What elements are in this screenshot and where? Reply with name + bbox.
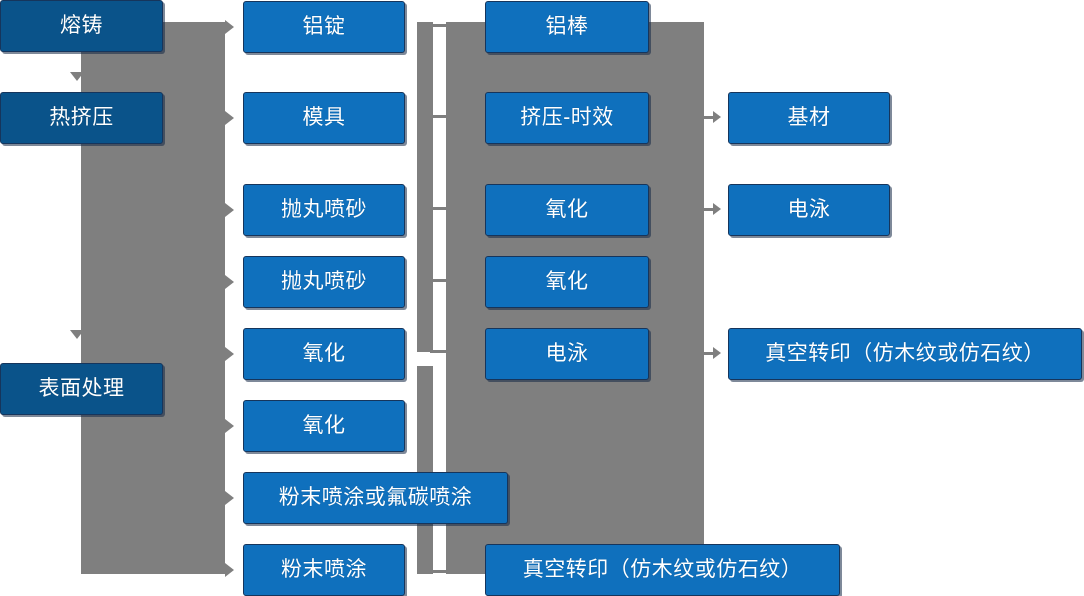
process-box-aluminum-bar[interactable]: 铝棒: [485, 1, 649, 53]
step-box-shotblast-1[interactable]: 抛丸喷砂: [243, 184, 405, 236]
process-label-vacuum-transfer: 真空转印（仿木纹或仿石纹）: [522, 558, 803, 582]
step-label-shotblast-1: 抛丸喷砂: [281, 198, 367, 222]
step-box-powder-or-fluorocarbon[interactable]: 粉末喷涂或氟碳喷涂: [243, 472, 508, 524]
output-label-vacuum-transfer: 真空转印（仿木纹或仿石纹）: [765, 342, 1045, 366]
connector-line-to-substrate: [704, 116, 717, 119]
process-box-vacuum-transfer[interactable]: 真空转印（仿木纹或仿石纹）: [485, 544, 840, 596]
connector-arrow-to-step-1: [225, 20, 234, 34]
connector-stub-row-3: [430, 207, 450, 210]
connector-line-to-vacuum: [704, 352, 717, 355]
connector-arrow-to-step-6: [225, 419, 234, 433]
step-box-shotblast-2[interactable]: 抛丸喷砂: [243, 256, 405, 308]
process-label-oxidation-2: 氧化: [545, 270, 589, 294]
connector-arrow-down-to-surface: [70, 330, 84, 339]
step-label-ingot: 铝锭: [302, 15, 346, 39]
connector-stub-surface: [163, 388, 193, 391]
step-box-powder-coating[interactable]: 粉末喷涂: [243, 544, 405, 596]
stage-label-hot-extrusion: 热挤压: [49, 106, 114, 130]
connector-arrow-down-to-extrude: [70, 72, 84, 81]
process-label-extrusion-aging: 挤压-时效: [520, 106, 614, 130]
output-box-substrate[interactable]: 基材: [728, 92, 890, 144]
connector-stub-row-1: [430, 24, 450, 27]
connector-stub-row-5: [430, 350, 450, 353]
process-label-aluminum-bar: 铝棒: [545, 15, 589, 39]
connector-arrow-to-step-8: [225, 563, 234, 577]
step-box-oxidation-2[interactable]: 氧化: [243, 400, 405, 452]
step-box-mold[interactable]: 模具: [243, 92, 405, 144]
connector-collector-bar-upper: [417, 22, 433, 352]
output-label-electrophoresis: 电泳: [787, 198, 831, 222]
process-label-electrophoresis: 电泳: [545, 342, 589, 366]
step-label-oxidation-1: 氧化: [302, 342, 346, 366]
process-box-extrusion-aging[interactable]: 挤压-时效: [485, 92, 649, 144]
process-box-oxidation-1[interactable]: 氧化: [485, 184, 649, 236]
output-box-electrophoresis[interactable]: 电泳: [728, 184, 890, 236]
stage-label-surface-treatment: 表面处理: [38, 377, 125, 401]
step-label-mold: 模具: [302, 106, 346, 130]
stage-label-casting: 熔铸: [60, 14, 103, 38]
connector-stub-row-6: [430, 570, 450, 573]
connector-arrow-to-step-7: [225, 491, 234, 505]
process-box-oxidation-2[interactable]: 氧化: [485, 256, 649, 308]
stage-box-surface-treatment[interactable]: 表面处理: [0, 363, 163, 415]
connector-stub-row-4: [430, 279, 450, 282]
step-label-powder-coating: 粉末喷涂: [281, 558, 367, 582]
output-box-vacuum-transfer[interactable]: 真空转印（仿木纹或仿石纹）: [728, 328, 1082, 380]
step-label-oxidation-2: 氧化: [302, 414, 346, 438]
connector-arrow-to-vacuum: [713, 347, 721, 359]
process-label-oxidation-1: 氧化: [545, 198, 589, 222]
connector-arrow-to-electro: [713, 203, 721, 215]
process-box-electrophoresis[interactable]: 电泳: [485, 328, 649, 380]
connector-arrow-to-step-5: [225, 347, 234, 361]
connector-stub-row-2: [430, 115, 450, 118]
stage-box-casting[interactable]: 熔铸: [0, 0, 163, 52]
step-box-ingot[interactable]: 铝锭: [243, 1, 405, 53]
step-label-powder-or-fluorocarbon: 粉末喷涂或氟碳喷涂: [278, 486, 473, 510]
connector-line-to-electro: [704, 208, 717, 211]
connector-arrow-to-step-4: [225, 275, 234, 289]
connector-collector-bar-lower: [417, 366, 433, 574]
connector-arrow-to-step-3: [225, 203, 234, 217]
step-label-shotblast-2: 抛丸喷砂: [281, 270, 367, 294]
output-label-substrate: 基材: [787, 106, 831, 130]
connector-arrow-to-substrate: [713, 111, 721, 123]
stage-box-hot-extrusion[interactable]: 热挤压: [0, 92, 163, 144]
step-box-oxidation-1[interactable]: 氧化: [243, 328, 405, 380]
connector-arrow-to-step-2: [225, 111, 234, 125]
